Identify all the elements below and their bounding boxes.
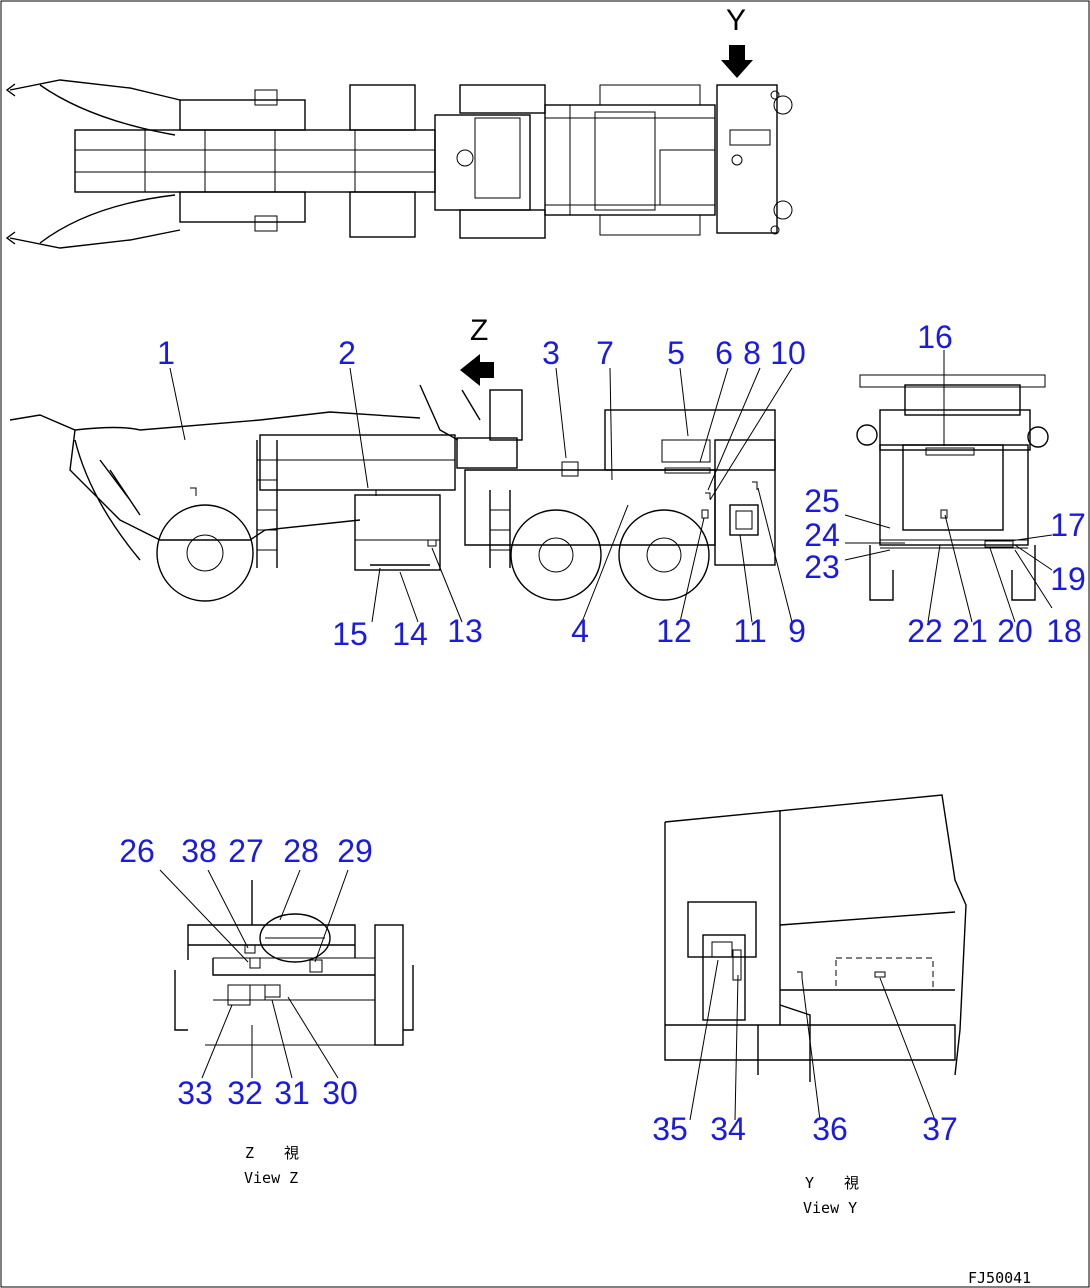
caption-view-y-jp: Y 視 <box>805 1174 859 1192</box>
callout-10: 10 <box>770 335 806 371</box>
callout-31: 31 <box>274 1075 310 1111</box>
caption-view-z-en: View Z <box>244 1169 298 1187</box>
callout-38: 38 <box>181 833 217 869</box>
callout-35: 35 <box>652 1111 688 1147</box>
callout-15: 15 <box>332 616 368 652</box>
callout-36: 36 <box>812 1111 848 1147</box>
callout-7: 7 <box>596 335 614 371</box>
callout-20: 20 <box>997 613 1033 649</box>
callout-13: 13 <box>447 613 483 649</box>
callout-2: 2 <box>338 335 356 371</box>
callout-34: 34 <box>710 1111 746 1147</box>
callout-4: 4 <box>571 613 589 649</box>
callout-25: 25 <box>804 483 840 519</box>
callout-11: 11 <box>733 613 766 649</box>
caption-view-y-en: View Y <box>803 1199 857 1217</box>
callout-28: 28 <box>283 833 319 869</box>
arrow-y-icon <box>721 45 753 78</box>
callout-12: 12 <box>656 613 692 649</box>
callout-37: 37 <box>922 1111 958 1147</box>
callout-6: 6 <box>715 335 733 371</box>
callout-1: 1 <box>157 335 175 371</box>
callout-18: 18 <box>1046 613 1082 649</box>
side-view-drawing <box>9 354 793 623</box>
callout-27: 27 <box>228 833 264 869</box>
view-marker-y: Y <box>726 4 746 37</box>
caption-view-z-jp: Z 視 <box>245 1144 299 1162</box>
callout-23: 23 <box>804 549 840 585</box>
callout-30: 30 <box>322 1075 358 1111</box>
view-marker-z: Z <box>470 314 488 347</box>
rear-view-drawing <box>844 350 1053 623</box>
view-y-drawing <box>664 794 967 1121</box>
callout-3: 3 <box>542 335 560 371</box>
callout-numbers: 1 2 3 7 5 6 8 10 15 14 13 4 12 11 9 16 2… <box>119 319 1086 1147</box>
callout-8: 8 <box>743 335 761 371</box>
top-view-drawing <box>5 45 793 249</box>
callout-33: 33 <box>177 1075 213 1111</box>
callout-9: 9 <box>788 613 806 649</box>
callout-19: 19 <box>1050 561 1086 597</box>
view-z-drawing <box>159 869 414 1079</box>
callout-29: 29 <box>337 833 373 869</box>
callout-32: 32 <box>227 1075 263 1111</box>
callout-22: 22 <box>907 613 943 649</box>
drawing-code: FJ50041 <box>968 1269 1031 1287</box>
arrow-z-icon <box>460 354 494 386</box>
callout-17: 17 <box>1050 507 1086 543</box>
callout-16: 16 <box>917 319 953 355</box>
callout-5: 5 <box>667 335 685 371</box>
callout-24: 24 <box>804 517 840 553</box>
callout-21: 21 <box>952 613 988 649</box>
callout-26: 26 <box>119 833 155 869</box>
callout-14: 14 <box>392 616 428 652</box>
